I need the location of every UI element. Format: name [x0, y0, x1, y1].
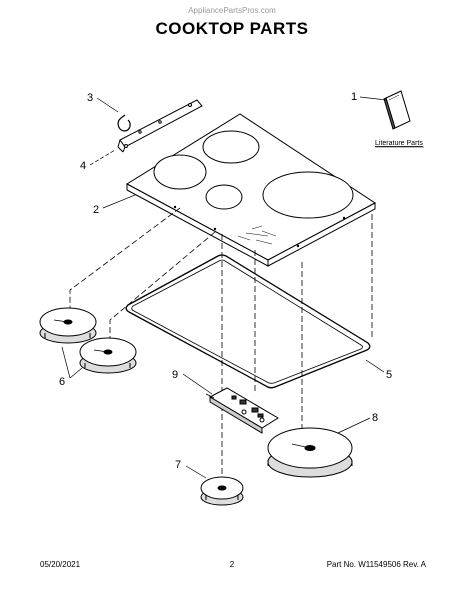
burner-left-rear: [153, 154, 207, 190]
footer-part-number: Part No. W11549506 Rev. A: [326, 560, 426, 569]
clip: [117, 114, 131, 132]
leader-line-8: [337, 417, 371, 434]
callout-6: 6: [59, 376, 65, 388]
footer-page-number: 2: [229, 560, 235, 569]
leader-line-1: [359, 96, 387, 101]
gasket-seal: [125, 254, 371, 389]
leader-line-6b: [69, 367, 83, 379]
page-title: COOKTOP PARTS: [155, 19, 309, 38]
callout-8: 8: [372, 412, 378, 424]
control-board: [205, 387, 279, 434]
leader-line-6: [61, 346, 71, 379]
burner-center-rear: [202, 130, 260, 164]
heating-element-large: [267, 427, 353, 478]
burner-right-large: [262, 171, 354, 219]
leader-line-4: [89, 149, 116, 166]
literature-parts-label: Literature Parts: [375, 140, 423, 147]
callout-3: 3: [87, 92, 93, 104]
callout-7: 7: [175, 459, 181, 471]
leader-line-3: [96, 97, 119, 113]
callout-9: 9: [172, 369, 178, 381]
watermark: AppliancePartsPros.com: [188, 6, 276, 15]
leader-line-7: [185, 465, 207, 479]
callout-2: 2: [93, 204, 99, 216]
burner-center-small: [205, 184, 243, 210]
heating-element-small-left: [39, 307, 97, 344]
heating-element-bottom: [200, 476, 244, 506]
mounting-bracket: [117, 99, 203, 153]
callout-5: 5: [386, 369, 392, 381]
literature-booklet: [383, 90, 411, 130]
leader-line-2: [102, 194, 136, 209]
footer-date: 05/20/2021: [40, 560, 81, 569]
leader-line-5: [365, 359, 385, 373]
callout-4: 4: [80, 160, 86, 172]
leader-line-9: [182, 373, 213, 395]
heating-element-small-right: [79, 337, 137, 374]
glass-cooktop: [126, 113, 376, 267]
callout-1: 1: [351, 91, 357, 103]
